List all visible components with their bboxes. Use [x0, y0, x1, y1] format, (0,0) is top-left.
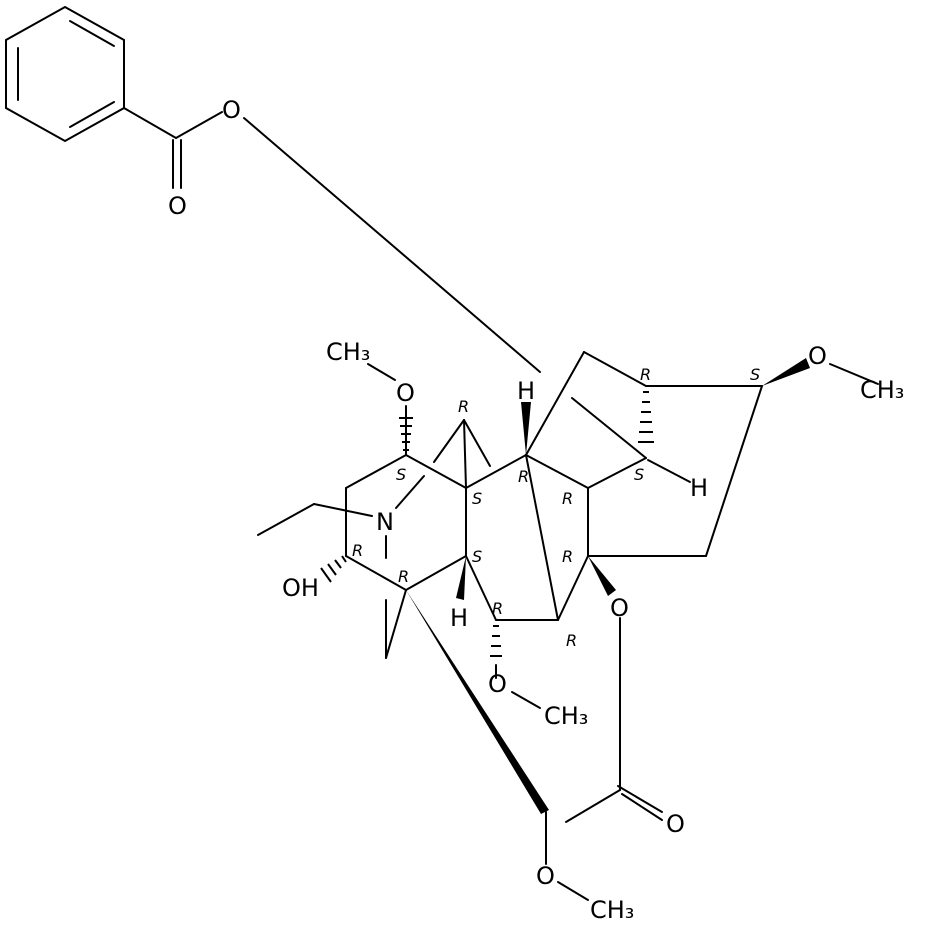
atom-ch3-middle: CH₃ [544, 702, 588, 730]
stereo-label: S [472, 489, 482, 508]
stereo-label: R [566, 631, 577, 650]
stereo-label: R [640, 365, 651, 384]
atom-o-carbonyl-acetyl: O [666, 810, 685, 838]
benzoyl-ester-bonds [123, 107, 541, 373]
atom-o-acetate: O [610, 594, 629, 622]
stereo-label: S [750, 365, 760, 384]
atom-o-top-left: O [396, 379, 415, 407]
stereo-label: R [492, 599, 503, 618]
stereo-label: R [562, 489, 573, 508]
atom-ch3-top-right: CH₃ [860, 376, 904, 404]
stereo-label: R [458, 397, 469, 416]
stereo-label: S [396, 465, 406, 484]
atom-h-right: H [690, 474, 708, 502]
atom-h-top: H [517, 377, 535, 405]
atom-h-bottom: H [450, 604, 468, 632]
atom-o-carbonyl-benzoyl: O [168, 192, 187, 220]
atom-o-bottom: O [536, 862, 555, 890]
stereo-label: S [634, 465, 644, 484]
stereo-label: R [352, 541, 363, 560]
atom-n: N [376, 508, 394, 536]
wedge-bonds [406, 358, 810, 814]
atom-ch3-bottom: CH₃ [590, 896, 634, 924]
benzene-ring [5, 5, 125, 143]
atom-oh: OH [282, 574, 319, 602]
stereo-label: R [518, 467, 529, 486]
atom-labels: O O CH₃ O H O CH₃ H N OH H O O CH₃ O O C… [168, 96, 904, 924]
skeleton-bonds [257, 351, 879, 901]
stereo-label: S [472, 547, 482, 566]
atom-o-middle: O [488, 670, 507, 698]
stereo-labels: R S R S R S R R S R R R R S [352, 365, 760, 650]
hashed-bonds [320, 391, 654, 657]
atom-o-top-right: O [808, 342, 827, 370]
stereo-label: R [398, 567, 409, 586]
atom-ch3-top-left: CH₃ [326, 338, 370, 366]
atom-o-ester: O [222, 96, 241, 124]
stereo-label: R [562, 547, 573, 566]
